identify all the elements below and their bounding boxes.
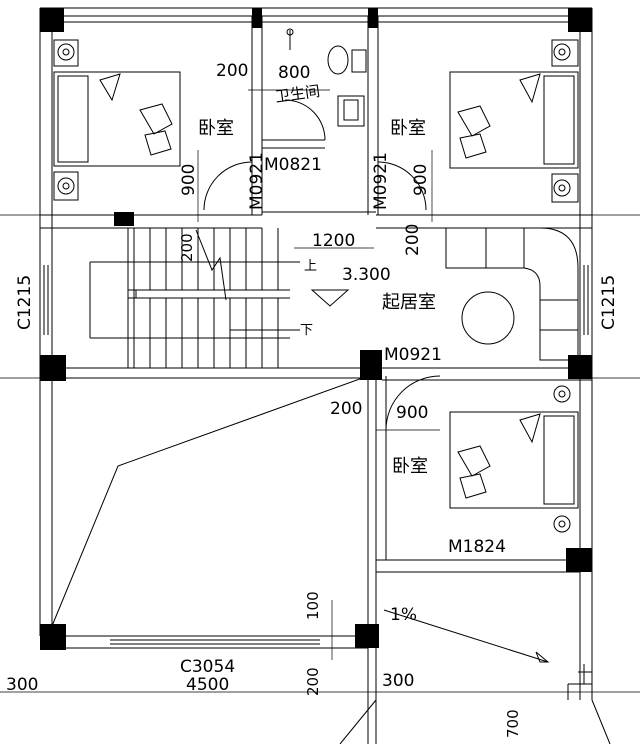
living-sofa — [445, 227, 579, 361]
window-code-bottom: C3054 — [180, 657, 235, 677]
bed-top-left — [53, 39, 181, 201]
dim-800-bath: 800 — [278, 63, 310, 83]
stair-down-label: 下 — [300, 323, 313, 338]
dim-900-left: 900 — [179, 164, 199, 196]
bed-top-right — [449, 39, 579, 203]
room-label-bedroom-mid-right: 卧室 — [392, 456, 428, 477]
stair-up-label: 上 — [304, 259, 317, 274]
room-label-bathroom: 卫生间 — [274, 82, 321, 106]
room-label-bedroom-top-left: 卧室 — [198, 118, 234, 139]
dim-900-right: 900 — [411, 164, 431, 196]
room-label-living: 起居室 — [382, 292, 436, 313]
bathroom-fixtures — [286, 28, 367, 127]
door-code-living: M0921 — [384, 345, 442, 365]
door-code-left: M0921 — [247, 152, 267, 210]
door-code-bath: M0821 — [264, 155, 322, 175]
dim-700-bottom: 700 — [504, 709, 522, 738]
dim-300-right: 300 — [382, 671, 414, 691]
dimension-values: 200 800 900 900 200 1200 200 200 900 100… — [6, 61, 522, 738]
room-label-bedroom-top-right: 卧室 — [390, 118, 426, 139]
bed-mid-right — [449, 385, 579, 533]
door-code-right: M0921 — [371, 152, 391, 210]
dim-200-living: 200 — [403, 224, 423, 256]
dim-4500: 4500 — [186, 675, 229, 695]
dimension-lines — [0, 89, 640, 693]
dim-100: 100 — [304, 591, 322, 620]
dim-900-mid: 900 — [396, 403, 428, 423]
dim-1200: 1200 — [312, 231, 355, 251]
dim-200-bottom: 200 — [304, 667, 322, 696]
window-side-symbols — [43, 265, 589, 645]
door-code-balcony: M1824 — [448, 537, 506, 557]
door-swings — [203, 99, 441, 431]
elevation-mark: 3.300 — [342, 265, 391, 285]
window-code-right: C1215 — [599, 275, 619, 330]
room-labels: 卧室 卧室 卫生间 起居室 卧室 — [198, 82, 436, 477]
dim-200-mid: 200 — [330, 399, 362, 419]
exterior-walls — [39, 7, 611, 744]
annotations: 3.300 上 下 1% — [300, 259, 417, 625]
dim-200-bath: 200 — [216, 61, 248, 81]
structural-columns — [40, 8, 592, 650]
window-code-left: C1215 — [15, 275, 35, 330]
staircase — [89, 228, 350, 368]
dim-200-stair: 200 — [178, 233, 196, 262]
opening-codes: M0821 M0921 M0921 M0921 M1824 C1215 C121… — [15, 152, 619, 677]
dim-300-left: 300 — [6, 675, 38, 695]
terrace-lines — [51, 375, 592, 700]
slope-label: 1% — [390, 605, 417, 625]
